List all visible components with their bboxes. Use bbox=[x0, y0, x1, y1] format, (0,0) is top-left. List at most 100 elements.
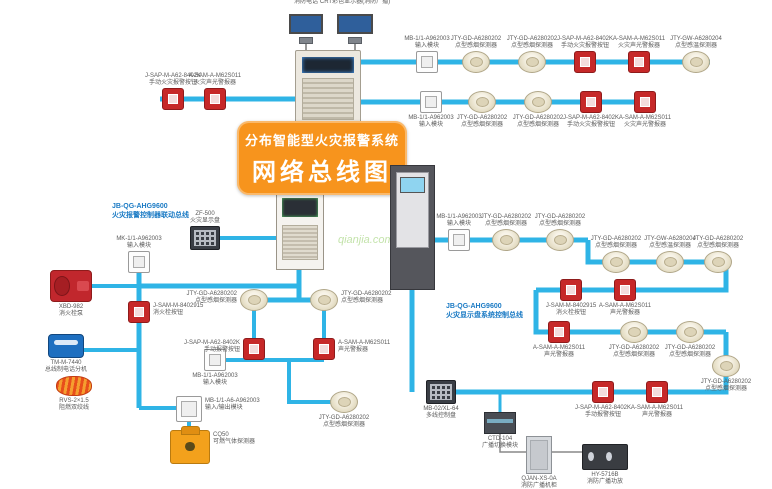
r4-sounder bbox=[548, 321, 570, 343]
left-keypad bbox=[190, 226, 220, 250]
tl-callpoint-label: J-SAP-M-A62-8402K 手动火灾报警按钮 bbox=[144, 73, 202, 87]
tl-sounder-label: A-SAM-A-M62S011 火灾声光警报器 bbox=[188, 73, 242, 87]
cb-smoke2-label: JTY-GD-A6280202 点型感烟探测器 bbox=[341, 291, 392, 305]
tr1-module-label: MB-1/1-A962003 输入模块 bbox=[404, 36, 450, 50]
multiline-panel-label: MB-02/XL-64 多线控制盘 bbox=[423, 406, 459, 420]
tl-sounder bbox=[204, 88, 226, 110]
r4-smoke2-label: JTY-GD-A6280202 点型感烟探测器 bbox=[664, 345, 716, 359]
r3-sounder-label: A-SAM-A-M62S011 声光警报器 bbox=[598, 303, 652, 317]
tr2-smoke1-label: JTY-GD-A6280202 点型感烟探测器 bbox=[456, 115, 508, 129]
pump-label: XBD-982 消火栓泵 bbox=[58, 304, 84, 318]
r2-smoke2 bbox=[656, 251, 684, 273]
bus-line bbox=[536, 262, 729, 293]
phone-monitor bbox=[289, 14, 323, 44]
tr2-smoke2 bbox=[524, 91, 552, 113]
banner-title-line1: 分布智能型火灾报警系统 bbox=[244, 132, 399, 148]
r4-smoke1-label: JTY-GD-A6280202 点型感烟探测器 bbox=[608, 345, 660, 359]
r5-smoke-edge bbox=[712, 355, 740, 377]
broadcast-cabinet-label: QJAN-XS-0A 消防广播机柜 bbox=[520, 476, 557, 489]
tr1-smoke1 bbox=[462, 51, 490, 73]
gas-detector bbox=[170, 425, 210, 464]
tr2-module bbox=[420, 91, 442, 113]
left-module1-label: MK-1/1-A962003 输入模块 bbox=[116, 236, 162, 250]
broadcast-cabinet bbox=[526, 436, 552, 474]
r4-smoke2 bbox=[676, 321, 704, 343]
cb-smoke1-label: JTY-GD-A6280202 点型感烟探测器 bbox=[186, 291, 237, 305]
tr1-sounder bbox=[628, 51, 650, 73]
tr2-smoke1 bbox=[468, 91, 496, 113]
left-module1 bbox=[128, 251, 150, 273]
cb-sounder bbox=[313, 338, 335, 360]
controller-c bbox=[390, 165, 435, 290]
tr2-callpoint bbox=[580, 91, 602, 113]
left-coil bbox=[56, 376, 92, 396]
r3-hydrant-label: J-SAM-M-8402915 消火栓按钮 bbox=[545, 303, 597, 317]
tr2-smoke2-label: JTY-GD-A6280202 点型感烟探测器 bbox=[512, 115, 564, 129]
broadcast-amp bbox=[582, 444, 628, 470]
left-callpoint bbox=[128, 301, 150, 323]
r2-smoke1 bbox=[602, 251, 630, 273]
tr1-module bbox=[416, 51, 438, 73]
cb-smoke3 bbox=[330, 391, 358, 413]
cb-smoke2 bbox=[310, 289, 338, 311]
cb-callpoint-label: J-SAP-M-A62-8402K 手动报警按钮 bbox=[183, 340, 240, 354]
crt-monitor-label: CRT彩色显示器(消防广播) bbox=[319, 0, 391, 5]
left-phone bbox=[48, 334, 84, 358]
bus-line bbox=[499, 434, 582, 453]
cb-module-label: MB-1/1-A962003 输入模块 bbox=[192, 373, 238, 387]
r1-module bbox=[448, 229, 470, 251]
ctd-switch bbox=[484, 412, 516, 434]
tl-callpoint bbox=[162, 88, 184, 110]
left-bus-label: JB-QG-AHG9600 火灾报警控制器联动总线 bbox=[112, 203, 189, 220]
r2-smoke3 bbox=[704, 251, 732, 273]
r1-smoke1-label: JTY-GD-A6280202 点型感烟探测器 bbox=[480, 214, 532, 228]
r6-callpoint bbox=[592, 381, 614, 403]
cb-smoke1 bbox=[240, 289, 268, 311]
left-junction bbox=[176, 396, 202, 422]
left-junction-label: MB-1/1-A6-A962003 输入/输出模块 bbox=[205, 398, 260, 412]
r6-callpoint-label: J-SAP-M-A62-8402K 手动报警按钮 bbox=[574, 405, 632, 419]
tr1-smoke3-label: JTY-GW-A6280204 点型感温探测器 bbox=[670, 36, 722, 50]
cb-module bbox=[204, 349, 226, 371]
cb-callpoint bbox=[243, 338, 265, 360]
r3-sounder bbox=[614, 279, 636, 301]
r4-smoke1 bbox=[620, 321, 648, 343]
main-cabinet bbox=[295, 50, 361, 132]
r4-sounder-label: A-SAM-A-M62S011 声光警报器 bbox=[532, 345, 586, 359]
crt-monitor bbox=[337, 14, 373, 44]
watermark: qianjia.com bbox=[338, 234, 394, 246]
r2-smoke3-label: JTY-GD-A6280202 点型感烟探测器 bbox=[692, 236, 744, 250]
left-phone-label: TM-M-7440 总线制电话分机 bbox=[44, 360, 87, 374]
tr2-callpoint-label: J-SAP-M-A62-8402K 手动火灾报警按钮 bbox=[562, 115, 620, 129]
r2-smoke2-label: JTY-GW-A6280204 点型感温探测器 bbox=[644, 236, 696, 250]
r1-module-label: MB-1/1-A962003 输入模块 bbox=[436, 214, 482, 228]
tr2-sounder bbox=[634, 91, 656, 113]
tr1-smoke1-label: JTY-GD-A6280202 点型感烟探测器 bbox=[450, 36, 502, 50]
cb-smoke3-label: JTY-GD-A6280202 点型感烟探测器 bbox=[318, 415, 370, 429]
left-coil-label: RVS-2×1.5 阻燃双绞线 bbox=[58, 398, 89, 412]
left-callpoint-label: J-SAM-M-8402915 消火栓按钮 bbox=[153, 303, 204, 317]
left-keypad-label: ZF-500 火灾显示盘 bbox=[189, 211, 220, 225]
r5-smoke-edge-label: JTY-GD-A6280202 点型感烟探测器 bbox=[700, 379, 752, 393]
multiline-panel bbox=[426, 380, 456, 404]
gas-detector-label: CQ50 可燃气体探测器 bbox=[213, 432, 256, 446]
bus-line bbox=[426, 332, 729, 395]
banner-title-line2: 网络总线图 bbox=[252, 158, 392, 186]
tr1-smoke2-label: JTY-GD-A6280202 点型感烟探测器 bbox=[506, 36, 558, 50]
tr1-callpoint bbox=[574, 51, 596, 73]
r2-smoke1-label: JTY-GD-A6280202 点型感烟探测器 bbox=[590, 236, 642, 250]
tr2-sounder-label: A-SAM-A-M62S011 火灾声光警报器 bbox=[618, 115, 672, 129]
r1-smoke2 bbox=[546, 229, 574, 251]
tr1-callpoint-label: J-SAP-M-A62-8402K 手动火灾报警按钮 bbox=[556, 36, 614, 50]
tr1-sounder-label: A-SAM-A-M62S011 火灾声光警报器 bbox=[612, 36, 666, 50]
r1-smoke2-label: JTY-GD-A6280202 点型感烟探测器 bbox=[534, 214, 586, 228]
tr2-module-label: MB-1/1-A962003 输入模块 bbox=[408, 115, 454, 129]
controller-b bbox=[276, 192, 324, 270]
broadcast-amp-label: HY-5716B 消防广播功放 bbox=[586, 472, 623, 486]
bus-line bbox=[287, 360, 344, 404]
phone-monitor-label: 消防电话 bbox=[293, 0, 318, 5]
right-bus-label: JB-QG-AHG9600 火灾显示盘系统控制总线 bbox=[446, 303, 523, 320]
ctd-switch-label: CTD-104 广播切换模块 bbox=[481, 436, 518, 450]
bus-line bbox=[533, 290, 726, 335]
